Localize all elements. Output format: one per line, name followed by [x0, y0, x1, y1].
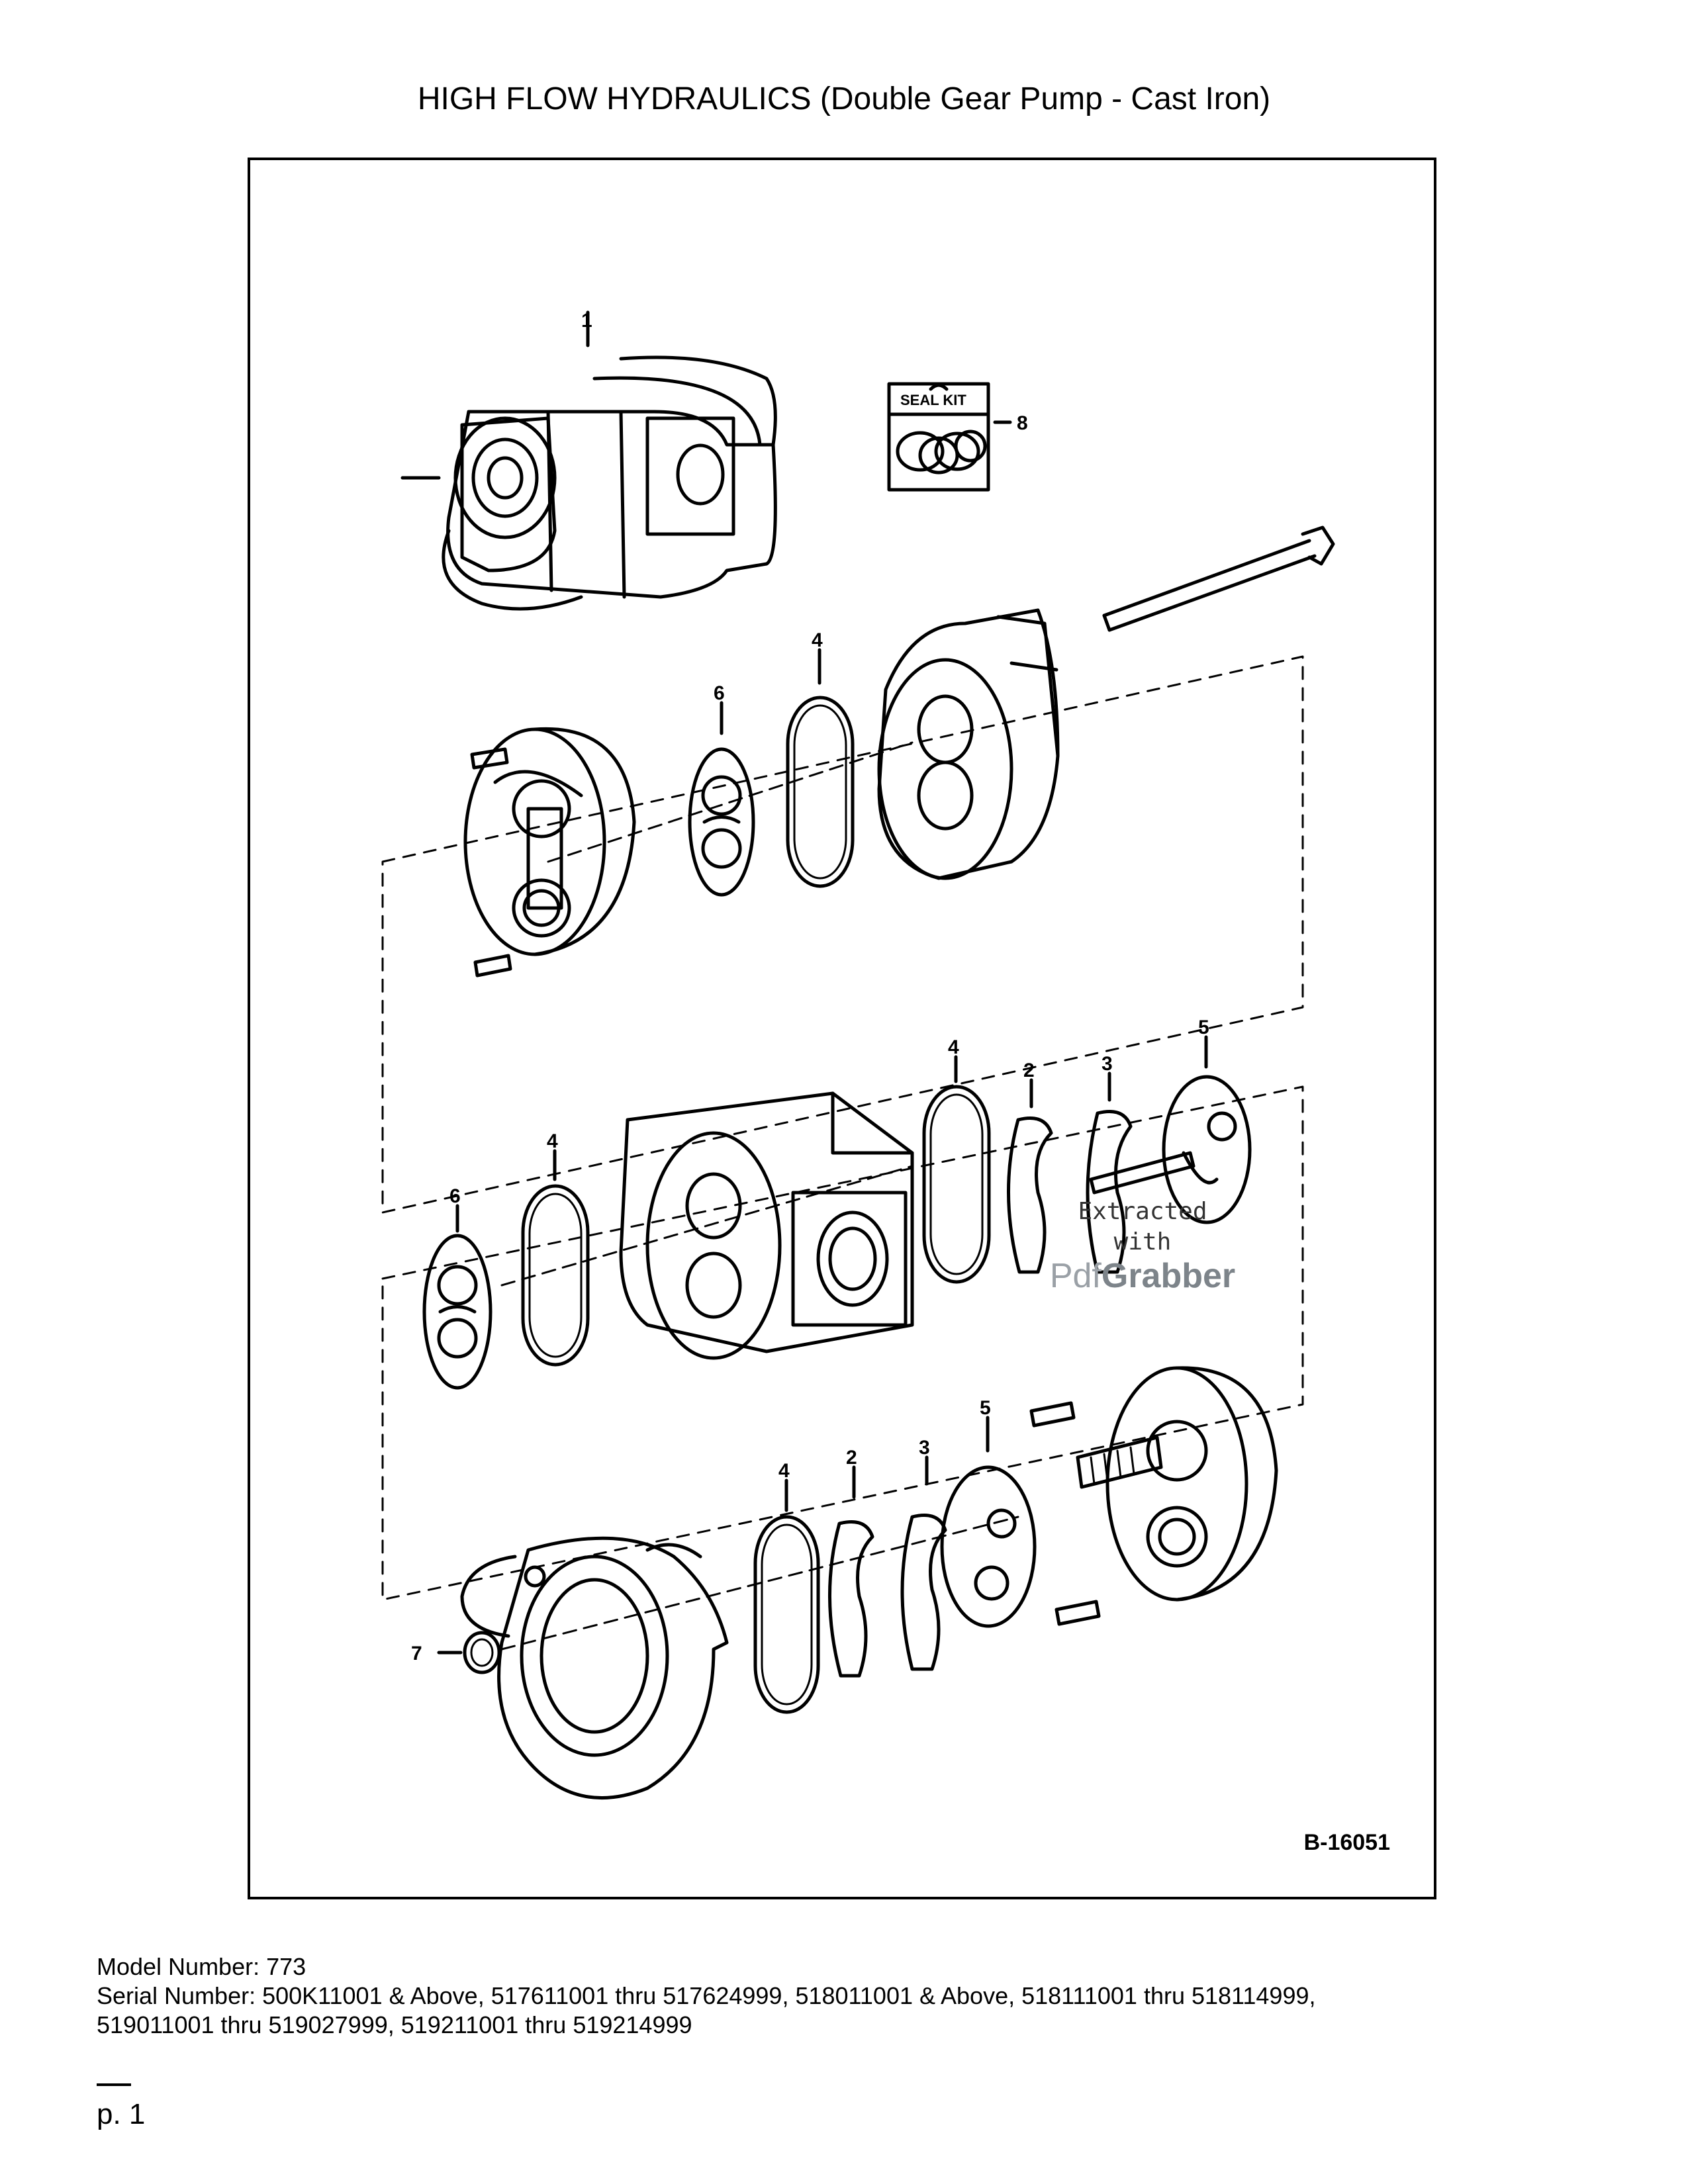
callout-2-upper: 2	[1023, 1060, 1035, 1081]
callout-1: 1	[581, 310, 592, 332]
wear-plate-5-lower	[940, 1465, 1037, 1628]
serial-number-line-2: 519011001 thru 519027999, 519211001 thru…	[97, 2011, 692, 2038]
page-title: HIGH FLOW HYDRAULICS (Double Gear Pump -…	[417, 81, 1271, 116]
callout-3-upper: 3	[1102, 1053, 1113, 1075]
seal-kit: SEAL KIT	[887, 382, 990, 492]
callout-4-upper: 4	[812, 629, 823, 651]
callout-8: 8	[1017, 412, 1028, 434]
serial-number-line-1: Serial Number: 500K11001 & Above, 517611…	[97, 1982, 1316, 2009]
callout-4-bottom: 4	[778, 1460, 790, 1482]
o-ring-4-mid	[922, 1085, 991, 1284]
callout-3-lower: 3	[919, 1437, 930, 1459]
watermark-brand-b: Grabber	[1101, 1257, 1236, 1295]
callout-6-upper: 6	[714, 682, 725, 704]
seal-2-upper	[1007, 1116, 1053, 1274]
callout-6-lower: 6	[449, 1185, 461, 1207]
seal-kit-label: SEAL KIT	[900, 392, 966, 408]
pdfgrabber-watermark: Extracted with PdfGrabber	[990, 1197, 1295, 1295]
exploded-view-diagram: 1 SEAL KIT 8	[381, 310, 1335, 1800]
footer-rule	[97, 2083, 131, 2086]
dowel-pin-3	[1029, 1401, 1076, 1428]
watermark-line-2: with	[1113, 1228, 1172, 1255]
figure-code: B-16051	[1303, 1830, 1390, 1855]
seal-3-lower	[900, 1514, 947, 1671]
model-number: Model Number: 773	[97, 1953, 306, 1980]
callout-7: 7	[411, 1643, 422, 1664]
watermark-brand-a: Pdf	[1049, 1257, 1102, 1295]
watermark-brand: PdfGrabber	[990, 1257, 1295, 1295]
model-serial-info: Model Number: 773 Serial Number: 500K110…	[97, 1952, 1619, 2040]
gasket-6-lower	[422, 1234, 492, 1390]
through-bolt	[1102, 525, 1335, 632]
rear-gear-plate	[1076, 1366, 1278, 1602]
seal-3-upper	[1086, 1110, 1133, 1274]
callout-5-upper: 5	[1198, 1017, 1209, 1038]
o-ring-4-lower	[521, 1184, 590, 1367]
retaining-ring-7	[463, 1631, 501, 1674]
dowel-pin-1	[470, 747, 509, 770]
callout-4-lower: 4	[547, 1130, 558, 1152]
front-gear-plate	[463, 727, 636, 956]
gasket-6-upper	[688, 747, 755, 897]
assembled-pump	[400, 355, 777, 611]
front-cover	[460, 1536, 729, 1800]
callout-5-lower: 5	[980, 1397, 991, 1419]
page-number: p. 1	[97, 2098, 146, 2130]
dashed-group-lower	[381, 1085, 1304, 1601]
dashed-group-upper	[381, 655, 1304, 1214]
callout-2-lower: 2	[846, 1447, 857, 1469]
watermark-line-1: Extracted	[1078, 1198, 1207, 1225]
dowel-pin-2	[473, 954, 512, 978]
callout-4-mid: 4	[948, 1036, 959, 1058]
o-ring-4-bottom	[753, 1515, 820, 1714]
exploded-diagram-frame: 1 SEAL KIT 8	[248, 158, 1436, 1899]
o-ring-4-upper	[786, 696, 855, 888]
dowel-pin-4	[1055, 1600, 1101, 1626]
center-housing	[619, 1091, 914, 1360]
seal-2-lower	[828, 1520, 874, 1678]
wear-plate-5-upper	[1089, 1075, 1252, 1224]
rear-housing	[877, 608, 1060, 880]
